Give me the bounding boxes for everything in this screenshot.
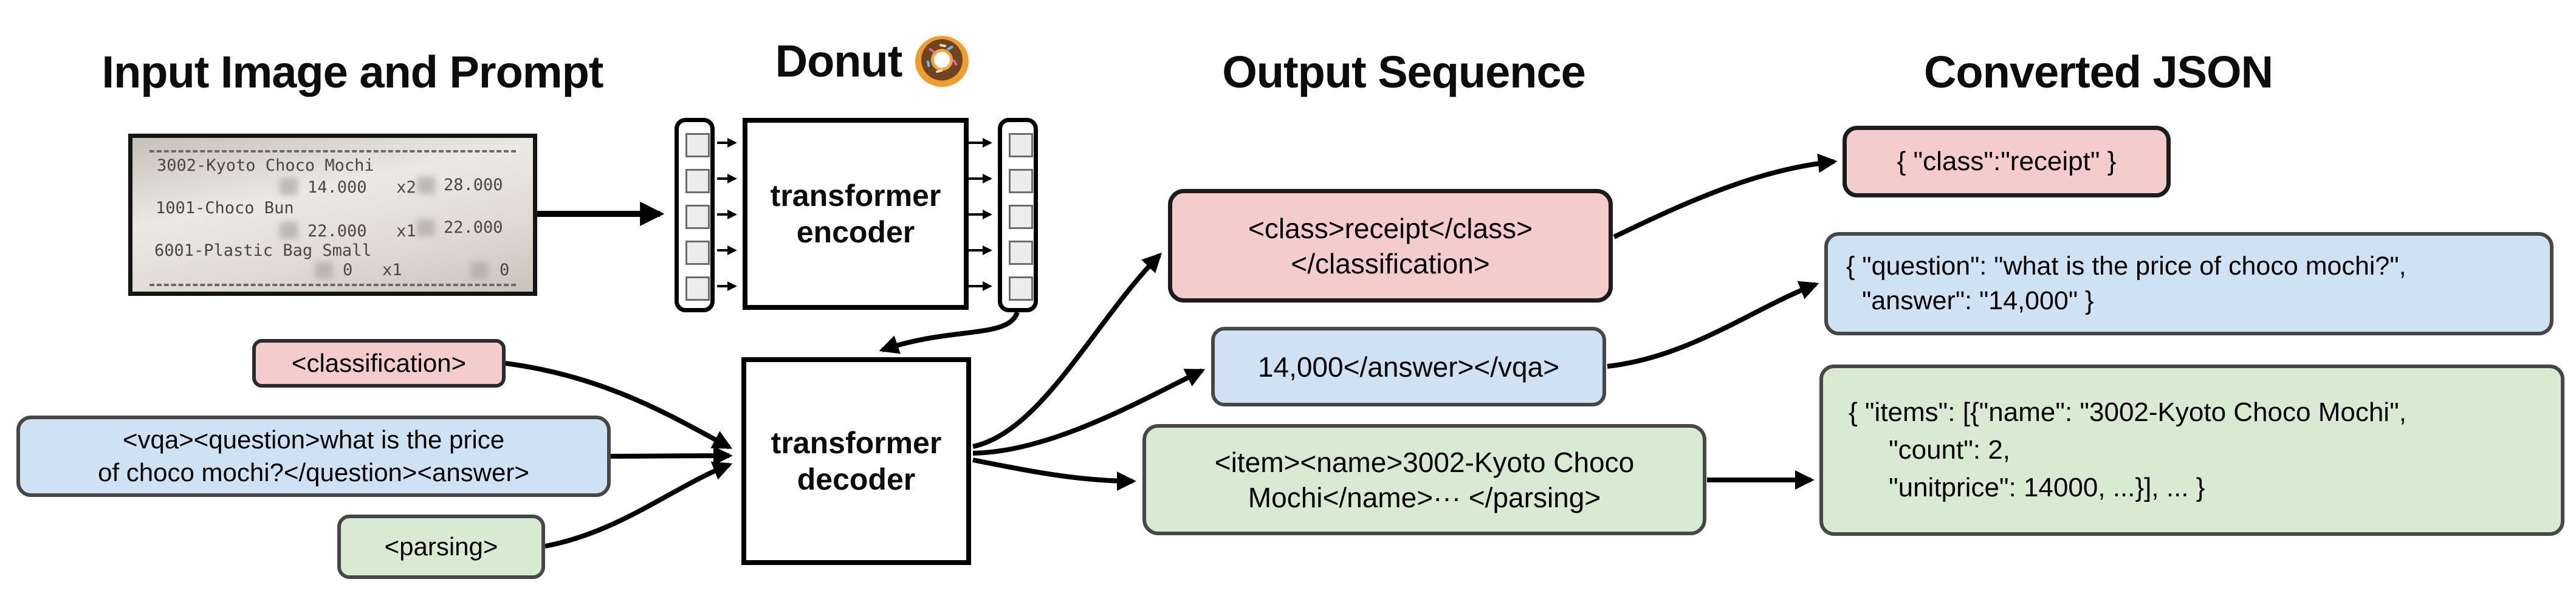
receipt-item-name: 1001-Choco Bun [156, 199, 294, 217]
prompt-box-classification: <classification> [252, 339, 506, 388]
embedding-token [1009, 169, 1033, 193]
patch-token [685, 169, 710, 193]
receipt-item-total: 28.000 [444, 176, 503, 194]
receipt-item-detail: 22.000 x1 [307, 222, 416, 241]
output-text: <item><name>3002-Kyoto Choco [1214, 446, 1635, 478]
receipt-redaction-blob [417, 219, 435, 236]
arrow-vqa-output-to-json [1607, 281, 1819, 369]
prompt-box-vqa: <vqa><question>what is the price of choc… [16, 416, 611, 497]
json-text: { "question": "what is the price of choc… [1846, 252, 2406, 281]
donut-title: Donut [775, 36, 903, 86]
receipt-redaction-blob [470, 262, 489, 279]
receipt-item-name: 6001-Plastic Bag Small [154, 241, 372, 260]
patch-token [685, 133, 710, 157]
arrow-decoder-to-classification-output [972, 252, 1163, 449]
arrow-decoder-to-vqa-output [972, 368, 1206, 456]
input-patch-token-column [675, 118, 715, 312]
patch-token [685, 241, 710, 265]
patch-token [685, 205, 710, 229]
embedding-token [1009, 276, 1033, 301]
embedding-token [1009, 241, 1033, 265]
encoded-embedding-token-column [998, 118, 1038, 312]
json-text: "unitprice": 14000, ...}], ... } [1889, 473, 2205, 502]
header-converted-json: Converted JSON [1923, 47, 2273, 97]
receipt-dashed-rule-bottom [149, 284, 516, 286]
donut-emoji-icon [915, 35, 969, 87]
receipt-dashed-rule-top [149, 150, 516, 152]
receipt-image: 3002-Kyoto Choco Mochi 14.000 x2 28.000 … [128, 134, 537, 296]
receipt-item-name: 3002-Kyoto Choco Mochi [157, 156, 374, 175]
receipt-item-detail: 0 x1 [343, 261, 402, 279]
arrow-decoder-to-parsing-output [972, 457, 1136, 491]
output-text: <class>receipt</class> [1248, 212, 1533, 244]
transformer-decoder-box: transformer decoder [741, 357, 971, 565]
receipt-redaction-blob [315, 262, 333, 279]
decoder-label-line2: decoder [797, 462, 916, 496]
header-output-sequence: Output Sequence [1222, 47, 1586, 97]
json-text: "answer": "14,000" } [1862, 286, 2094, 315]
json-text: "count": 2, [1889, 435, 2011, 465]
header-donut: Donut [699, 35, 1045, 87]
output-text: </classification> [1291, 247, 1490, 279]
output-text: Mochi</name>··· </parsing> [1248, 481, 1601, 513]
arrow-classification-prompt-to-decoder [505, 361, 733, 450]
json-text: { "class":"receipt" } [1897, 146, 2117, 176]
arrow-embeddings-to-decoder [879, 311, 1020, 354]
json-box-vqa: { "question": "what is the price of choc… [1824, 232, 2554, 335]
prompt-text: <vqa><question>what is the price [122, 425, 505, 454]
output-box-classification: <class>receipt</class> </classification> [1168, 189, 1613, 303]
receipt-redaction-blob [280, 178, 298, 195]
embedding-token [1009, 205, 1033, 229]
output-box-parsing: <item><name>3002-Kyoto Choco Mochi</name… [1142, 424, 1706, 535]
json-box-classification: { "class":"receipt" } [1843, 126, 2171, 197]
decoder-label-line1: transformer [771, 426, 942, 460]
encoder-label-line2: encoder [796, 215, 915, 249]
receipt-redaction-blob [280, 222, 298, 239]
arrow-classification-output-to-json [1613, 153, 1838, 239]
patch-token [685, 276, 710, 301]
json-text: { "items": [{"name": "3002-Kyoto Choco M… [1849, 397, 2406, 427]
receipt-item-detail: 14.000 x2 [307, 178, 416, 197]
embedding-token [1009, 133, 1033, 157]
prompt-box-parsing: <parsing> [337, 515, 545, 579]
receipt-redaction-blob [417, 177, 435, 194]
header-input-image-and-prompt: Input Image and Prompt [101, 47, 604, 97]
receipt-item-total: 0 [500, 261, 510, 279]
transformer-encoder-box: transformer encoder [743, 118, 969, 310]
output-text: 14,000</answer></vqa> [1257, 351, 1560, 383]
receipt-item-total: 22.000 [444, 218, 503, 237]
json-box-parsing: { "items": [{"name": "3002-Kyoto Choco M… [1819, 365, 2564, 536]
prompt-text: <classification> [291, 349, 467, 377]
arrow-parsing-prompt-to-decoder [544, 461, 733, 549]
output-box-vqa: 14,000</answer></vqa> [1211, 327, 1606, 406]
prompt-text: <parsing> [384, 532, 498, 561]
encoder-label-line1: transformer [770, 179, 941, 213]
prompt-text: of choco mochi?</question><answer> [98, 458, 529, 487]
